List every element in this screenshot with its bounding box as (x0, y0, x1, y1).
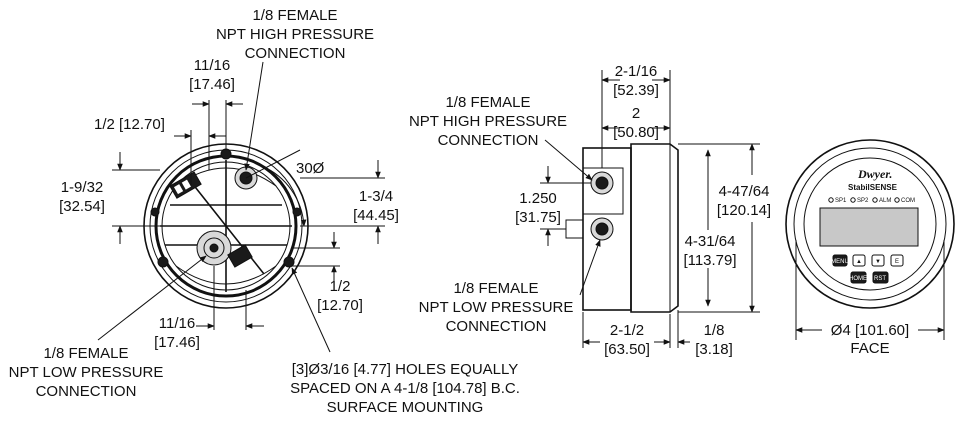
svg-text:E: E (895, 259, 899, 265)
dim-17-46-bottom: [17.46] (154, 334, 200, 351)
dim-1-250: 1.250 (519, 190, 557, 207)
back-low-conn-line2: NPT LOW PRESSURE (9, 364, 164, 381)
dim-44-45: [44.45] (353, 207, 399, 224)
holes-note-line2: SPACED ON A 4-1/8 [104.78] B.C. (290, 380, 520, 397)
side-high-conn-line1: 1/8 FEMALE (445, 94, 530, 111)
dim-4-31-64: 4-31/64 (685, 233, 736, 250)
side-high-port (590, 171, 614, 195)
mounting-holes (150, 148, 302, 268)
led-com: COM (901, 198, 915, 204)
svg-text:HOME: HOME (849, 276, 867, 282)
dim-1-3-4: 1-3/4 (359, 188, 393, 205)
low-pressure-port (196, 230, 232, 266)
svg-text:11/16[17.46]: 11/16 [17.46] (189, 57, 235, 93)
svg-text:RST: RST (874, 276, 886, 282)
front-brand: Dwyer. (857, 167, 892, 181)
svg-text:1-3/4[44.45]: 1-3/4 [44.45] (353, 188, 399, 224)
back-high-conn-line1: 1/8 FEMALE (252, 7, 337, 24)
dim-3-18: [3.18] (695, 341, 733, 358)
svg-text:1/2[12.70]: 1/2 [12.70] (317, 278, 363, 314)
dim-11-16-top: 11/16 (194, 57, 230, 74)
front-view: Dwyer. StabilSENSE SP1 SP2 ALM COM MENU ▲ ▼… (785, 139, 955, 357)
dim-1-2-right: 1/2 (330, 278, 351, 295)
front-bezel-outer (785, 139, 955, 309)
holes-note-line3: SURFACE MOUNTING (327, 399, 484, 416)
dim-2-1-16: 2-1/16 (615, 63, 658, 80)
side-view: 1/8 FEMALE NPT HIGH PRESSURE CONNECTION 2-… (409, 63, 771, 358)
led-alm: ALM (879, 198, 891, 204)
dim-63-50: [63.50] (604, 341, 650, 358)
dim-face-diameter: Ø4 [101.60] (831, 322, 909, 339)
svg-text:2-1/2[63.50]: 2-1/2 [63.50] (604, 322, 650, 358)
button-menu[interactable]: MENU (831, 254, 849, 267)
dim-50-80: [50.80] (613, 124, 659, 141)
dim-face-label: FACE (850, 340, 889, 357)
button-rst[interactable]: RST (872, 271, 889, 284)
svg-text:Ø4 [101.60]FACE: Ø4 [101.60]FACE (831, 322, 909, 357)
connector-block (169, 171, 202, 199)
led-sp1: SP1 (835, 198, 847, 204)
dim-17-46-top: [17.46] (189, 76, 235, 93)
dim-32-54: [32.54] (59, 198, 105, 215)
svg-text:4-31/64[113.79]: 4-31/64 [113.79] (683, 233, 736, 269)
front-face (803, 157, 937, 291)
back-high-conn-line3: CONNECTION (245, 45, 346, 62)
side-low-port (565, 217, 614, 241)
front-bezel-inner (793, 147, 947, 301)
svg-text:▲: ▲ (856, 259, 862, 265)
dim-1-9-32: 1-9/32 (61, 179, 104, 196)
svg-text:MENU: MENU (831, 259, 849, 265)
svg-text:4-47/64[120.14]: 4-47/64 [120.14] (717, 183, 771, 219)
button-enter[interactable]: E (890, 254, 904, 267)
button-down[interactable]: ▼ (871, 254, 885, 267)
display-screen (819, 207, 919, 247)
side-low-conn-line1: 1/8 FEMALE (453, 280, 538, 297)
label-block (227, 244, 253, 268)
dim-1-2-left: 1/2 [12.70] (94, 116, 165, 133)
front-product: StabilSENSE (848, 183, 898, 192)
holes-note-line1: [3]Ø3/16 [4.77] HOLES EQUALLY (292, 361, 519, 378)
dim-120-14: [120.14] (717, 202, 771, 219)
button-up[interactable]: ▲ (852, 254, 866, 267)
back-low-conn-line3: CONNECTION (36, 383, 137, 400)
side-port-housing (582, 167, 624, 215)
back-low-conn-line1: 1/8 FEMALE (43, 345, 128, 362)
button-home[interactable]: HOME (849, 271, 867, 284)
led-sp2: SP2 (857, 198, 869, 204)
dim-4-47-64: 4-47/64 (719, 183, 770, 200)
dim-12-70-right: [12.70] (317, 297, 363, 314)
side-low-conn-line3: CONNECTION (446, 318, 547, 335)
dim-31-75: [31.75] (515, 209, 561, 226)
angle-30: 30Ø (296, 160, 325, 177)
svg-text:11/16[17.46]: 11/16 [17.46] (154, 315, 200, 351)
svg-text:2-1/16[52.39]: 2-1/16 [52.39] (613, 63, 659, 99)
dim-2-1-2: 2-1/2 (610, 322, 644, 339)
svg-text:▼: ▼ (875, 259, 881, 265)
svg-text:1-9/32[32.54]: 1-9/32 [32.54] (59, 179, 105, 215)
dim-52-39: [52.39] (613, 82, 659, 99)
dim-1-8: 1/8 (704, 322, 725, 339)
svg-text:1.250[31.75]: 1.250 [31.75] (515, 190, 561, 226)
side-high-conn-line2: NPT HIGH PRESSURE (409, 113, 567, 130)
svg-text:2[50.80]: 2 [50.80] (613, 105, 659, 141)
side-low-conn-line2: NPT LOW PRESSURE (419, 299, 574, 316)
dim-113-79: [113.79] (683, 252, 736, 269)
svg-text:1/8[3.18]: 1/8 [3.18] (695, 322, 733, 358)
dim-2: 2 (632, 105, 640, 122)
dim-11-16-bottom: 11/16 (159, 315, 195, 332)
indicator-leds: SP1 SP2 ALM COM (828, 197, 915, 204)
back-high-conn-line2: NPT HIGH PRESSURE (216, 26, 374, 43)
side-high-conn-line3: CONNECTION (438, 132, 539, 149)
side-bezel (630, 143, 679, 313)
back-view: 1/8 FEMALE NPT HIGH PRESSURE CONNECTION 11… (9, 7, 520, 416)
